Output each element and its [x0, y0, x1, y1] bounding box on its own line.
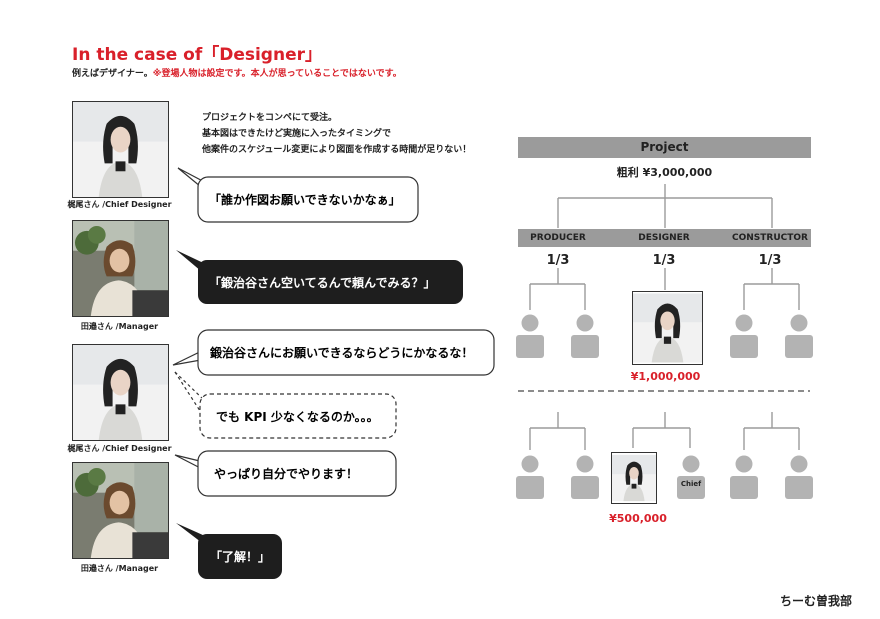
speech-bubble-3: 鍛治谷さんにお願いできるならどうにかなるな！ [172, 329, 495, 376]
designer-portrait-image [612, 453, 656, 503]
intro-line: プロジェクトをコンペにて受注。 [202, 113, 338, 123]
person-icon [571, 314, 599, 358]
designer-photo-2 [72, 344, 169, 441]
brand-label: ちーむ曽我部 [779, 594, 852, 608]
person-icon [785, 314, 813, 358]
speech-bubble-5: やっぱり自分でやります！ [174, 450, 397, 497]
page-title: In the case of「Designer」 [72, 45, 322, 65]
manager-photo-2 [72, 462, 169, 559]
share-designer: 1/3 [652, 253, 676, 268]
bubble-text-1: 「誰か作図お願いできないかなぁ」 [209, 192, 401, 207]
subtitle-note: ※登場人物は設定です。本人が思っていることではないです。 [152, 69, 402, 79]
bubble-text-4: でも KPI 少なくなるのか。。。 [216, 409, 379, 424]
person-icon [516, 314, 544, 358]
manager-caption-1: 田邉さん /Manager [80, 322, 159, 331]
person-icon [785, 455, 813, 499]
speech-bubbles: 「誰か作図お願いできないかなぁ」 「鍛治谷さん空いてるんで頼んでみる？」 鍛治谷… [172, 167, 495, 579]
org-connectors [518, 184, 810, 450]
role-designer: DESIGNER [638, 233, 690, 243]
designer-caption-1: 梶尾さん /Chief Designer [67, 200, 172, 209]
designer-portrait-image [633, 292, 702, 364]
bubble-text-6: 「了解！」 [210, 549, 270, 564]
subtitle-prefix: 例えばデザイナー。 [72, 69, 153, 79]
person-icon [730, 455, 758, 499]
manager-caption-2: 田邉さん /Manager [80, 564, 159, 573]
intro-line: 他案件のスケジュール変更により図面を作成する時間が足りない！ [202, 145, 472, 155]
designer-photo-1 [72, 101, 169, 198]
intro-text: プロジェクトをコンペにて受注。 基本図はできたけど実施に入ったタイミングで 他案… [202, 110, 471, 158]
person-icon [730, 314, 758, 358]
bubble-text-3: 鍛治谷さんにお願いできるならどうにかなるな！ [209, 345, 473, 360]
amount-full: ¥1,000,000 [630, 370, 701, 383]
intro-line: 基本図はできたけど実施に入ったタイミングで [202, 129, 392, 139]
amount-half: ¥500,000 [609, 512, 667, 525]
project-label: Project [640, 140, 689, 154]
speech-bubble-1: 「誰か作図お願いできないかなぁ」 [177, 167, 419, 223]
designer-photo-diagram [632, 291, 703, 365]
chief-label: Chief [680, 480, 702, 488]
speech-bubble-2: 「鍛治谷さん空いてるんで頼んでみる？」 [176, 250, 463, 304]
role-constructor: CONSTRUCTOR [732, 233, 808, 243]
person-icon [571, 455, 599, 499]
bubble-text-5: やっぱり自分でやります！ [214, 466, 358, 481]
roles-bar [518, 229, 811, 247]
role-producer: PRODUCER [530, 233, 586, 243]
page-subtitle: 例えばデザイナー。※登場人物は設定です。本人が思っていることではないです。 [72, 66, 402, 79]
person-icon [516, 455, 544, 499]
speech-bubble-6: 「了解！」 [176, 523, 282, 579]
project-bar: Project [518, 137, 811, 158]
bubble-text-2: 「鍛治谷さん空いてるんで頼んでみる？」 [209, 275, 435, 290]
designer-photo-small [611, 452, 657, 504]
share-constructor: 1/3 [758, 253, 782, 268]
chief-person-icon [677, 455, 705, 499]
manager-photo-1 [72, 220, 169, 317]
profit-label: 粗利 ¥3,000,000 [616, 166, 713, 179]
designer-caption-2: 梶尾さん /Chief Designer [67, 444, 172, 453]
speech-bubble-4: でも KPI 少なくなるのか。。。 [174, 371, 397, 439]
share-producer: 1/3 [546, 253, 570, 268]
